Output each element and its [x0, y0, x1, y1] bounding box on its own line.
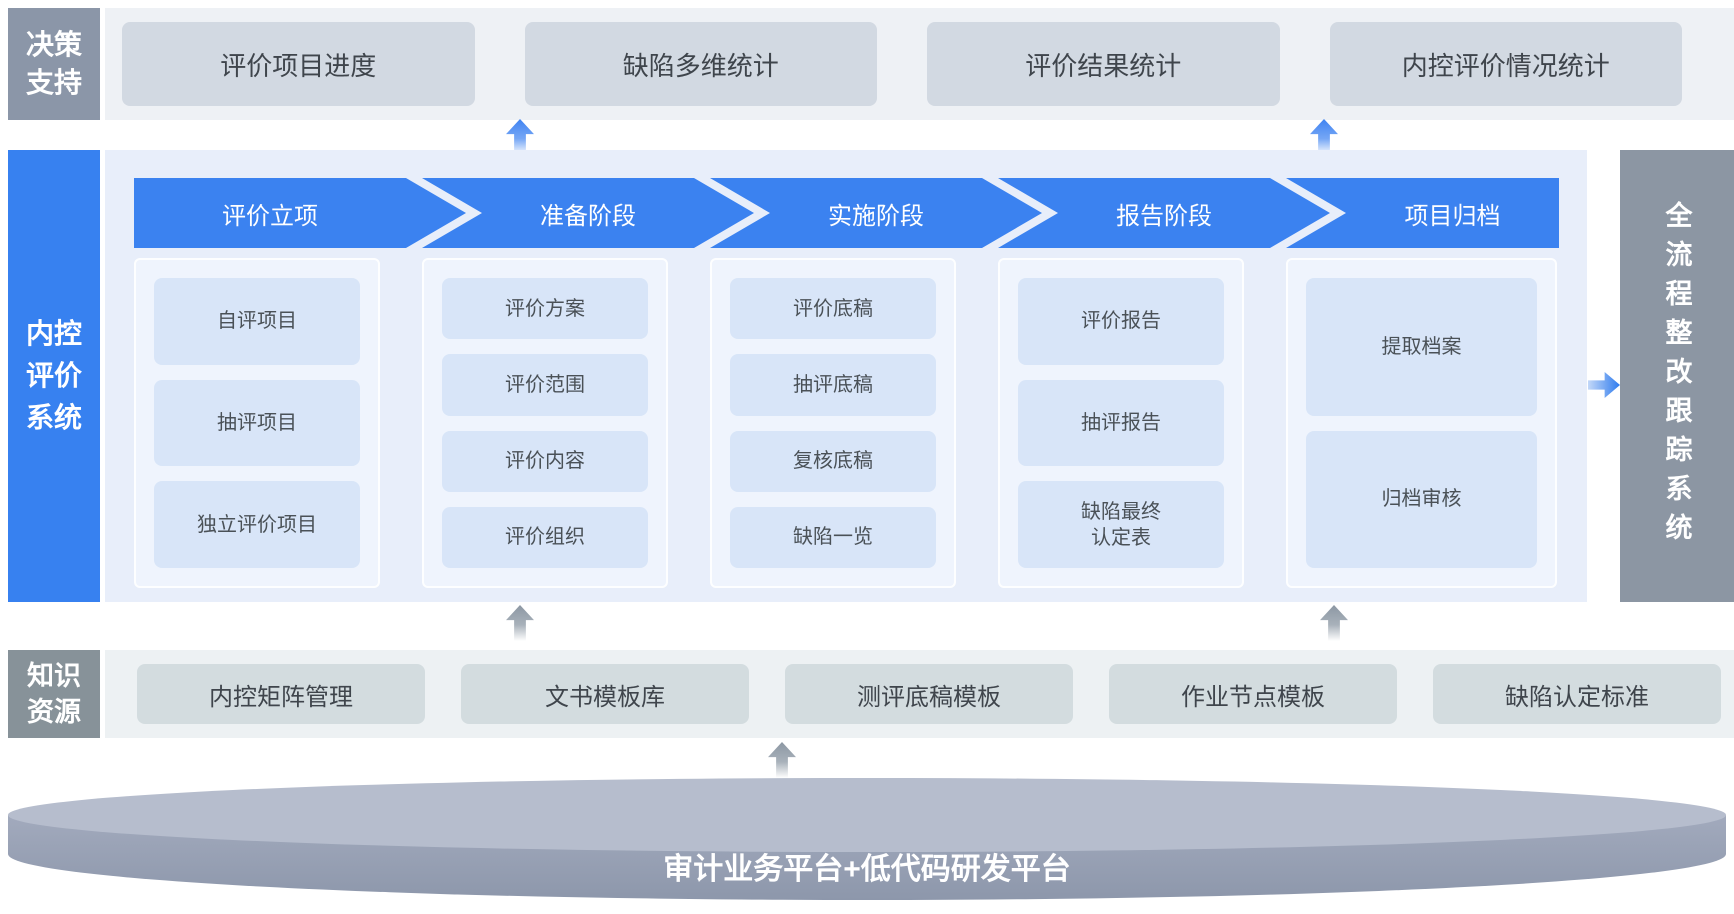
stage-item-label: 评价底稿: [793, 297, 873, 320]
stage-item-label: 评价组织: [505, 526, 585, 549]
stage-item: 评价组织: [442, 506, 648, 568]
stage-item: 抽评报告: [1018, 379, 1224, 467]
stage-item: 缺陷一览: [730, 506, 936, 568]
stage-item-label: 提取档案: [1381, 335, 1462, 358]
stage-item-label: 自评项目: [217, 310, 297, 333]
knowledge-items: 内控矩阵管理 文书模板库 测评底稿模板 作业节点模板 缺陷认定标准: [137, 664, 1721, 724]
stage-item-label: 缺陷一览: [793, 526, 873, 549]
stage-item: 独立评价项目: [154, 481, 360, 569]
stage-item-label: 评价报告: [1081, 310, 1161, 333]
stage-panel: 评价方案 评价范围 评价内容 评价组织: [422, 258, 668, 588]
stage-item: 归档审核: [1306, 430, 1537, 568]
module-box-worknode-templates: 作业节点模板: [1109, 664, 1397, 724]
stage-item: 自评项目: [154, 278, 360, 365]
module-box-doc-templates: 文书模板库: [461, 664, 749, 724]
up-arrow-icon: [1320, 605, 1348, 641]
stage-item-label: 抽评项目: [217, 412, 297, 434]
stage-item-label: 独立评价项目: [197, 513, 317, 536]
stage-item: 抽评项目: [154, 379, 360, 467]
stage-item-label: 评价范围: [505, 373, 585, 396]
stage-item: 缺陷最终认定表: [1018, 481, 1224, 569]
stage-panel: 评价报告 抽评报告 缺陷最终认定表: [998, 258, 1244, 588]
stage-item-label: 抽评底稿: [793, 373, 873, 396]
module-box-result-stats: 评价结果统计: [927, 22, 1280, 106]
stage-item: 复核底稿: [730, 430, 936, 492]
stage-header: 实施阶段: [710, 178, 1042, 248]
stage-item: 提取档案: [1306, 278, 1537, 416]
stage-item-label: 复核底稿: [793, 450, 873, 473]
module-box-workpaper-templates: 测评底稿模板: [785, 664, 1073, 724]
stage-panel: 自评项目 抽评项目 独立评价项目: [134, 258, 380, 588]
stage-header: 评价立项: [134, 178, 466, 248]
up-arrow-icon: [768, 742, 796, 778]
stage-item: 抽评底稿: [730, 354, 936, 416]
decision-support-items: 评价项目进度 缺陷多维统计 评价结果统计 内控评价情况统计: [122, 22, 1682, 106]
platform-top-ellipse: [8, 778, 1726, 852]
rectification-tracking-panel: 全流程整改跟踪系统: [1620, 150, 1734, 602]
decision-support-label: 决策支持: [8, 8, 100, 120]
stage-item: 评价报告: [1018, 278, 1224, 365]
module-box-defect-stats: 缺陷多维统计: [524, 22, 877, 106]
module-box-icontrol-stats: 内控评价情况统计: [1329, 22, 1682, 106]
stage-item-label: 缺陷最终认定表: [1081, 500, 1161, 549]
stage-panel: 提取档案 归档审核: [1286, 258, 1557, 588]
module-box-defect-standard: 缺陷认定标准: [1433, 664, 1721, 724]
stage-item-label: 评价方案: [505, 297, 585, 320]
stage-item: 评价底稿: [730, 278, 936, 340]
system-label: 内控评价系统: [8, 150, 100, 602]
stage-item: 评价方案: [442, 278, 648, 340]
platform-label: 审计业务平台+低代码研发平台: [663, 853, 1071, 886]
module-box-icontrol-matrix: 内控矩阵管理: [137, 664, 425, 724]
stage-item: 评价范围: [442, 354, 648, 416]
rectification-tracking-label: 全流程整改跟踪系统: [1661, 200, 1692, 552]
stage-item-label: 评价内容: [505, 450, 585, 473]
module-box-project-progress: 评价项目进度: [122, 22, 475, 106]
stage-item: 评价内容: [442, 430, 648, 492]
stage-item-label: 归档审核: [1381, 488, 1462, 511]
stage-item-label: 抽评报告: [1081, 412, 1161, 434]
up-arrow-icon: [506, 605, 534, 641]
knowledge-label: 知识资源: [8, 650, 100, 738]
right-arrow-icon: [1588, 372, 1620, 398]
stage-panel: 评价底稿 抽评底稿 复核底稿 缺陷一览: [710, 258, 956, 588]
